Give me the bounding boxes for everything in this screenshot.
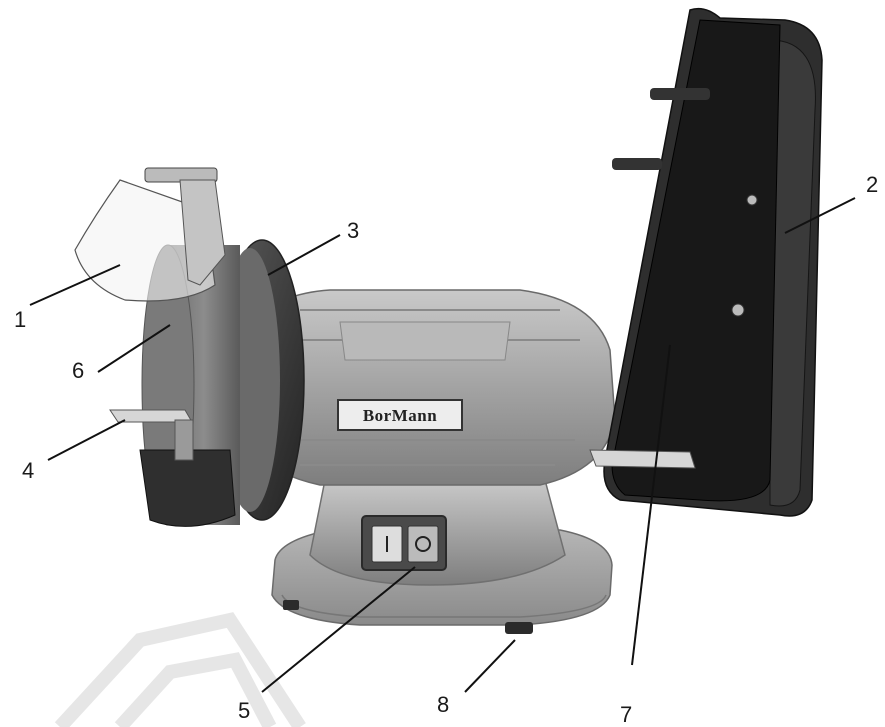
eye-shield — [74, 167, 226, 302]
tool-rest — [109, 409, 194, 461]
leader-line-5 — [261, 566, 416, 693]
leader-lines — [29, 197, 856, 693]
callout-8: 8 — [437, 692, 449, 717]
switch-off-symbol — [415, 536, 431, 552]
power-switch[interactable] — [361, 515, 447, 571]
callout-7: 7 — [620, 702, 632, 727]
callout-5: 5 — [238, 698, 250, 723]
sanding-belt — [611, 19, 781, 502]
rubber-foot — [505, 622, 533, 634]
leader-line-7 — [631, 344, 671, 666]
belt-rest — [589, 449, 696, 469]
watermark — [54, 612, 306, 727]
leader-line-4 — [47, 419, 126, 461]
callout-3: 3 — [347, 218, 359, 243]
brand-plate — [337, 399, 463, 431]
adjust-knobs — [612, 88, 758, 317]
lower-guard — [139, 449, 236, 527]
callout-1: 1 — [14, 307, 26, 332]
leader-line-8 — [464, 639, 516, 693]
brand-logo: BorMann — [363, 406, 437, 425]
callout-6: 6 — [72, 358, 84, 383]
motor-housing: BorMann — [237, 289, 616, 486]
leader-line-6 — [97, 324, 171, 373]
leader-line-1 — [29, 264, 121, 306]
callout-2: 2 — [866, 172, 878, 197]
leader-line-2 — [784, 197, 856, 234]
leader-line-3 — [267, 234, 341, 276]
callout-4: 4 — [22, 458, 34, 483]
